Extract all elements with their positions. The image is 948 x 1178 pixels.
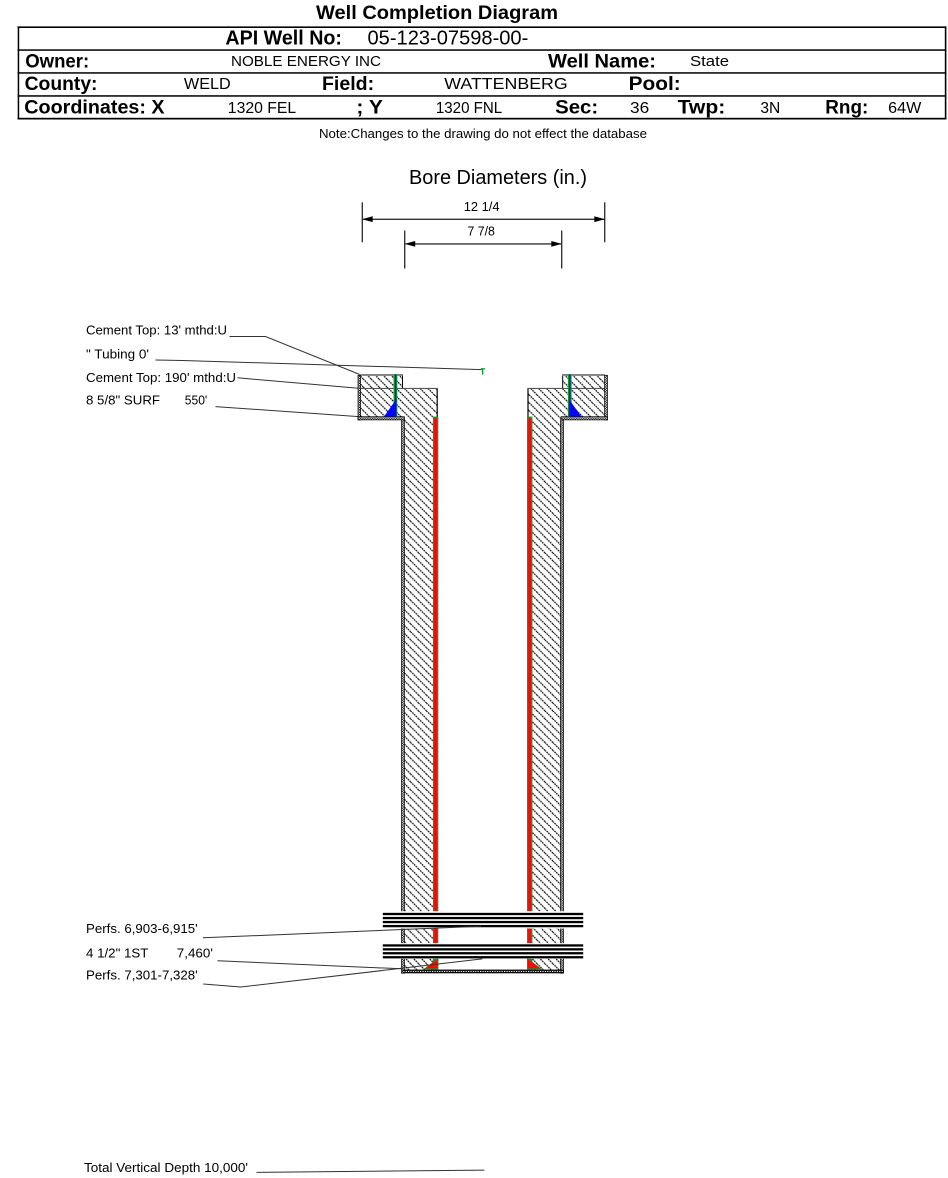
svg-text:Coordinates: X: Coordinates: X bbox=[24, 97, 164, 119]
svg-text:7,460': 7,460' bbox=[177, 946, 213, 961]
svg-text:12 1/4: 12 1/4 bbox=[464, 199, 500, 214]
svg-text:WELD: WELD bbox=[184, 76, 231, 93]
svg-text:Cement Top: 190' mthd:U: Cement Top: 190' mthd:U bbox=[86, 370, 236, 385]
svg-text:API Well No:: API Well No: bbox=[225, 27, 342, 49]
svg-text:Rng:: Rng: bbox=[825, 97, 868, 119]
svg-text:" Tubing 0': " Tubing 0' bbox=[86, 347, 149, 362]
svg-text:05-123-07598-00-: 05-123-07598-00- bbox=[368, 27, 529, 49]
svg-text:550': 550' bbox=[185, 393, 207, 408]
svg-text:1320 FEL: 1320 FEL bbox=[228, 100, 296, 117]
svg-text:Well Completion Diagram: Well Completion Diagram bbox=[316, 3, 558, 24]
svg-text:3N: 3N bbox=[760, 100, 780, 117]
svg-text:; Y: ; Y bbox=[356, 97, 383, 119]
svg-text:Well Name:: Well Name: bbox=[548, 51, 656, 73]
svg-text:36: 36 bbox=[630, 100, 649, 117]
svg-text:Perfs. 7,301-7,328': Perfs. 7,301-7,328' bbox=[86, 968, 198, 983]
svg-text:Note:Changes to the drawing do: Note:Changes to the drawing do not effec… bbox=[319, 126, 647, 141]
svg-text:County:: County: bbox=[25, 73, 98, 95]
svg-text:1320 FNL: 1320 FNL bbox=[436, 100, 502, 117]
svg-text:Owner:: Owner: bbox=[25, 51, 89, 73]
svg-text:8 5/8" SURF: 8 5/8" SURF bbox=[86, 393, 160, 408]
svg-text:64W: 64W bbox=[888, 100, 922, 117]
svg-text:Bore Diameters (in.): Bore Diameters (in.) bbox=[409, 167, 587, 189]
svg-text:7 7/8: 7 7/8 bbox=[468, 223, 495, 238]
svg-text:WATTENBERG: WATTENBERG bbox=[444, 76, 567, 93]
svg-text:Pool:: Pool: bbox=[629, 73, 681, 95]
svg-text:Field:: Field: bbox=[322, 73, 374, 95]
svg-text:Sec:: Sec: bbox=[555, 97, 598, 119]
svg-text:Total Vertical Depth 10,000': Total Vertical Depth 10,000' bbox=[84, 1160, 248, 1175]
svg-text:Perfs. 6,903-6,915': Perfs. 6,903-6,915' bbox=[86, 921, 198, 936]
svg-text:4 1/2" 1ST: 4 1/2" 1ST bbox=[86, 946, 148, 961]
svg-text:Twp:: Twp: bbox=[678, 97, 726, 119]
svg-text:Cement Top: 13' mthd:U: Cement Top: 13' mthd:U bbox=[86, 322, 227, 337]
svg-text:NOBLE ENERGY INC: NOBLE ENERGY INC bbox=[231, 53, 381, 70]
svg-text:State: State bbox=[690, 53, 729, 70]
